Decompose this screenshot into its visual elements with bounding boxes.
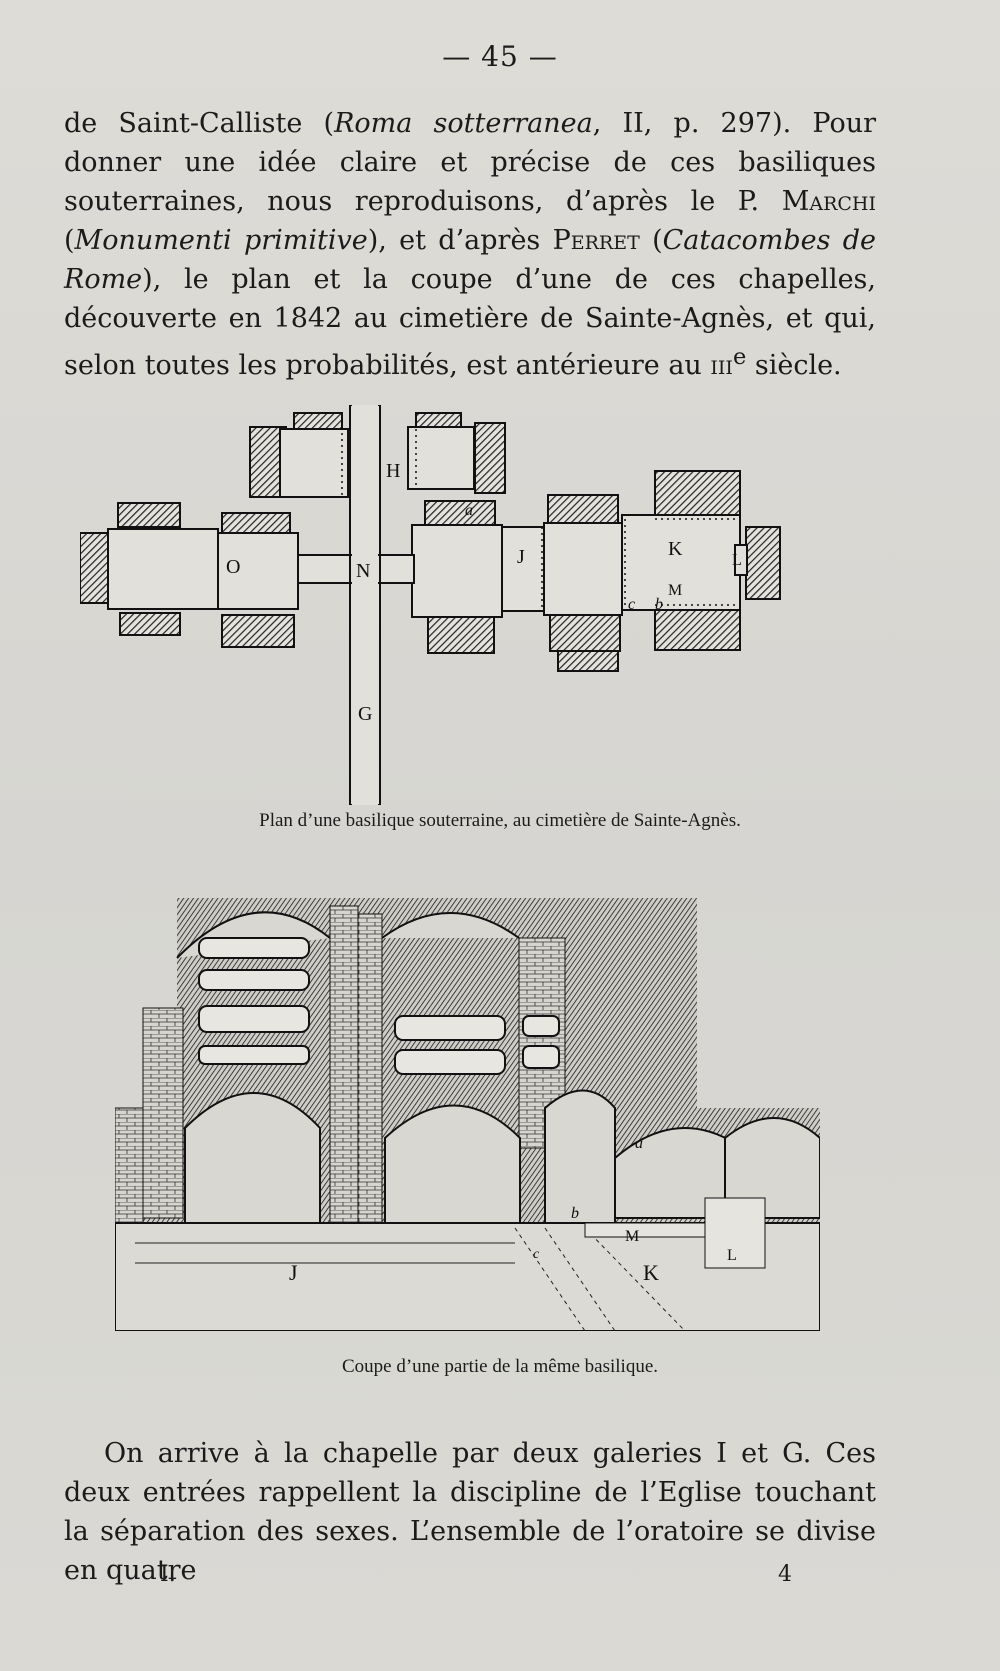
section-label-c: c xyxy=(533,1247,540,1262)
plan-label-O: O xyxy=(226,556,240,578)
section-label-J: J xyxy=(289,1260,298,1285)
author-name-perret: Perret xyxy=(552,225,640,256)
section-label-a: a xyxy=(635,1135,643,1152)
section-label-M: M xyxy=(625,1228,639,1245)
signature-mark: I. xyxy=(160,1562,176,1587)
plan-label-c: c xyxy=(628,596,635,613)
section-label-K: K xyxy=(643,1260,659,1285)
author-name-marchi: Marchi xyxy=(781,186,876,217)
plan-label-H: H xyxy=(386,460,400,482)
plan-label-K: K xyxy=(668,538,683,560)
section-label-L: L xyxy=(727,1247,737,1264)
plan-label-M: M xyxy=(668,582,682,599)
section-figure: J K M L a b c xyxy=(115,898,820,1331)
paragraph-2: On arrive à la chapelle par deux galerie… xyxy=(64,1438,876,1586)
plan-figure: I H N G O J K L M a b c xyxy=(80,405,781,805)
plan-caption: Plan d’une basilique souterraine, au cim… xyxy=(259,810,741,831)
plan-label-G: G xyxy=(358,703,372,725)
plan-label-N: N xyxy=(356,560,370,582)
plan-label-J: J xyxy=(517,546,525,568)
plan-label-L: L xyxy=(732,552,742,569)
paragraph-1: de Saint-Calliste (Roma sotterranea, II,… xyxy=(64,108,877,381)
page-header: — 45 — xyxy=(442,40,558,73)
plan-label-a: a xyxy=(465,502,473,519)
section-label-b: b xyxy=(571,1205,579,1222)
signature-number: 4 xyxy=(778,1562,792,1587)
section-caption: Coupe d’une partie de la même basilique. xyxy=(341,1356,659,1377)
plan-label-b: b xyxy=(655,596,663,613)
